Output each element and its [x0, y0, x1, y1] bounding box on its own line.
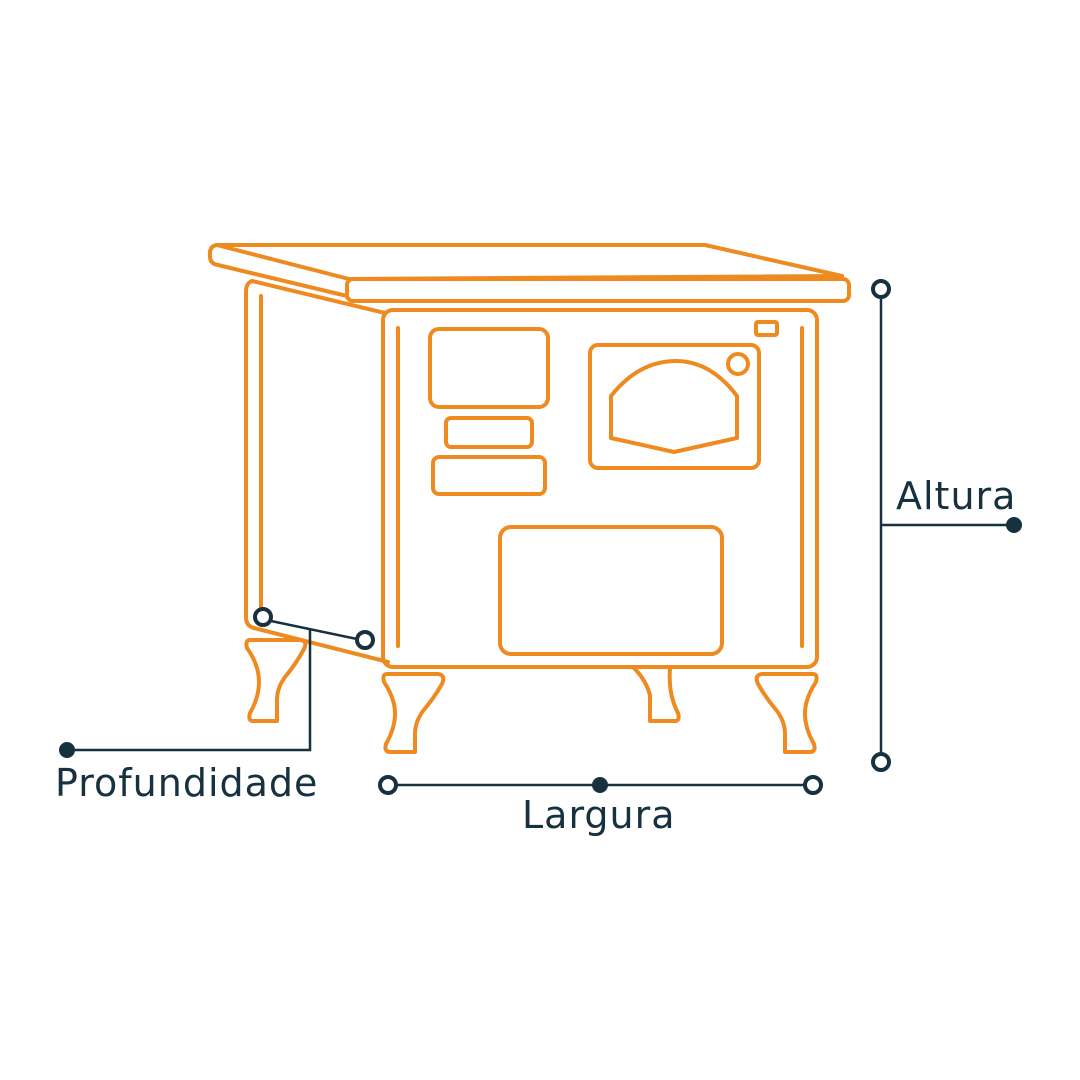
height-dimension — [871, 279, 1022, 772]
height-label: Altura — [896, 474, 1017, 518]
oven-window — [609, 358, 739, 454]
storage-compartment-door — [498, 525, 724, 656]
depth-front-endpoint-icon — [355, 630, 375, 650]
depth-label: Profundidade — [55, 761, 319, 805]
height-bottom-endpoint-icon — [871, 752, 891, 772]
width-right-endpoint-icon — [803, 775, 823, 795]
stove-front-body — [381, 308, 819, 669]
oven-door — [588, 320, 779, 470]
dimension-annotations — [59, 279, 1022, 795]
damper-knob — [754, 320, 779, 337]
stove-leg — [381, 672, 446, 754]
depth-label-dot-icon — [59, 742, 75, 758]
stove-top-plate — [207, 243, 851, 303]
width-center-dot-icon — [592, 777, 608, 793]
thermometer-icon — [726, 352, 750, 376]
stove-leg — [754, 672, 819, 754]
depth-back-endpoint-icon — [253, 607, 273, 627]
depth-dimension — [59, 607, 375, 758]
ash-drawer — [444, 416, 534, 449]
lower-drawer — [431, 455, 547, 496]
width-left-endpoint-icon — [378, 775, 398, 795]
height-label-dot-icon — [1006, 517, 1022, 533]
stove-leg — [632, 666, 681, 723]
width-dimension — [378, 775, 823, 795]
width-label: Largura — [522, 793, 676, 837]
stove-illustration — [207, 243, 851, 754]
stove-left-controls — [428, 327, 550, 496]
firebox-door — [428, 327, 550, 409]
stove-side-panel — [244, 279, 390, 664]
stove-leg — [244, 638, 308, 723]
stove-legs — [244, 638, 819, 754]
height-top-endpoint-icon — [871, 279, 891, 299]
